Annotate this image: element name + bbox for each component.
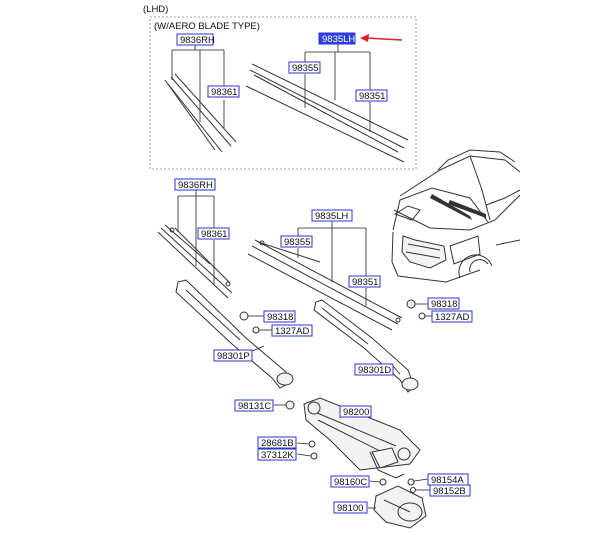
label-98100[interactable]: 98100	[333, 501, 368, 514]
label-aero-9835lh-selected[interactable]: 9835LH	[318, 32, 356, 45]
label-aero-98351[interactable]: 98351	[355, 89, 388, 102]
label-aero-98355[interactable]: 98355	[288, 61, 321, 74]
label-28681b[interactable]: 28681B	[257, 436, 297, 449]
svg-text:98351: 98351	[359, 91, 385, 102]
blade-leader-lines	[177, 190, 367, 306]
label-98355[interactable]: 98355	[280, 235, 313, 248]
aero-rh-blade-drawing	[164, 73, 237, 153]
svg-text:98301D: 98301D	[358, 365, 391, 376]
svg-text:98160C: 98160C	[334, 477, 367, 488]
rh-blade-drawing	[157, 224, 233, 299]
label-98301p[interactable]: 98301P	[213, 349, 253, 362]
svg-text:37312K: 37312K	[261, 450, 294, 461]
svg-text:98131C: 98131C	[238, 401, 271, 412]
svg-text:9836RH: 9836RH	[180, 35, 215, 46]
left-wiper-arm-drawing	[175, 279, 294, 389]
label-1327ad-right[interactable]: 1327AD	[431, 310, 473, 323]
svg-text:98200: 98200	[343, 407, 369, 418]
svg-text:98355: 98355	[284, 237, 310, 248]
label-98361[interactable]: 98361	[197, 227, 230, 240]
aero-lh-blade-drawing	[245, 63, 409, 163]
aero-blade-group-title: (W/AERO BLADE TYPE)	[154, 21, 260, 32]
label-98318-left[interactable]: 98318	[263, 310, 296, 323]
svg-text:9835LH: 9835LH	[315, 211, 348, 222]
svg-text:98355: 98355	[292, 63, 318, 74]
svg-text:28681B: 28681B	[261, 438, 294, 449]
label-98154a[interactable]: 98154A	[427, 473, 469, 486]
svg-text:98361: 98361	[211, 87, 237, 98]
label-98160c[interactable]: 98160C	[330, 475, 370, 488]
svg-text:9836RH: 9836RH	[178, 180, 213, 191]
region-label: (LHD)	[143, 4, 168, 15]
lh-blade-drawing	[247, 239, 403, 331]
label-9835lh[interactable]: 9835LH	[311, 209, 353, 222]
pointer-arrow	[360, 34, 403, 42]
label-98301d[interactable]: 98301D	[354, 363, 394, 376]
svg-text:98301P: 98301P	[217, 351, 250, 362]
label-37312k[interactable]: 37312K	[257, 448, 297, 461]
svg-text:9835LH: 9835LH	[322, 34, 355, 45]
label-aero-9836rh[interactable]: 9836RH	[176, 33, 215, 46]
label-98131c[interactable]: 98131C	[234, 399, 274, 412]
svg-text:98361: 98361	[201, 229, 227, 240]
aero-blade-group-frame	[149, 16, 417, 170]
svg-text:1327AD: 1327AD	[275, 326, 309, 337]
label-98152b[interactable]: 98152B	[429, 484, 471, 497]
svg-text:98351: 98351	[352, 277, 378, 288]
svg-text:1327AD: 1327AD	[435, 312, 469, 323]
right-wiper-arm-drawing	[313, 299, 426, 393]
svg-text:98318: 98318	[267, 312, 293, 323]
label-9836rh[interactable]: 9836RH	[174, 178, 216, 191]
label-1327ad-left[interactable]: 1327AD	[271, 324, 313, 337]
svg-text:98152B: 98152B	[433, 486, 466, 497]
wiper-motor-drawing	[373, 478, 427, 529]
aero-leader-lines	[171, 44, 371, 132]
label-98351[interactable]: 98351	[348, 275, 381, 288]
svg-text:98100: 98100	[337, 503, 363, 514]
wiper-linkage-drawing	[285, 397, 421, 479]
label-98200[interactable]: 98200	[339, 405, 372, 418]
label-98318-right[interactable]: 98318	[427, 297, 460, 310]
svg-text:98318: 98318	[431, 299, 457, 310]
car-illustration	[391, 149, 521, 283]
label-aero-98361[interactable]: 98361	[207, 85, 240, 98]
svg-text:98154A: 98154A	[431, 475, 464, 486]
